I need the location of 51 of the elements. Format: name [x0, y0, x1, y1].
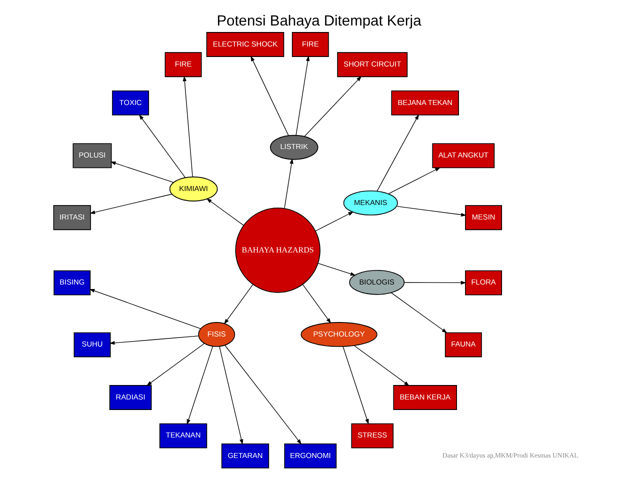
arrow [109, 336, 199, 345]
arrow [354, 345, 410, 386]
arrow [146, 343, 205, 386]
node-box: BEBAN KERJA [393, 385, 457, 410]
node-box: MESIN [465, 205, 502, 230]
arrow [224, 344, 302, 445]
arrow [206, 198, 244, 226]
arrow [304, 76, 362, 137]
node-box: FIRE [164, 52, 202, 78]
node-box: GETARAN [221, 443, 270, 468]
arrow [390, 292, 448, 334]
node-box: TOXIC [112, 90, 150, 116]
arrow [110, 162, 174, 183]
node-box: IRITASI [53, 205, 91, 230]
node-box: FIRE [292, 32, 329, 57]
arrow [219, 346, 244, 445]
node-box: SHORT CIRCUIT [337, 52, 408, 78]
arrow [182, 76, 193, 178]
node-box: ELECTRIC SHOCK [206, 32, 284, 57]
arrow [388, 167, 440, 194]
node-box: POLUSI [72, 143, 112, 168]
node-box: RADIASI [109, 385, 152, 410]
arrow [89, 288, 201, 330]
node-box: ALAT ANGKUT [432, 143, 495, 168]
node-box: SUHU [74, 332, 111, 358]
arrow [186, 346, 214, 425]
arrow [396, 206, 466, 217]
diagram-title: Potensi Bahaya Ditempat Kerja [216, 13, 422, 30]
node-ellipse: LISTRIK [270, 134, 318, 160]
arrow [315, 212, 354, 232]
node-box: BEJANA TEKAN [391, 90, 459, 116]
arrow [404, 280, 466, 285]
node-box: FLORA [465, 270, 502, 296]
arrow [224, 284, 254, 324]
arrow [342, 346, 369, 424]
arrow [376, 114, 419, 192]
node-box: STRESS [351, 423, 394, 448]
node-ellipse: PSYCHOLOGY [300, 322, 378, 347]
node-box: BISING [54, 270, 91, 296]
node-box: FAUNA [444, 332, 482, 358]
node-ellipse: FISIS [198, 322, 236, 347]
arrow [296, 56, 310, 136]
node-box: TEKANAN [159, 423, 208, 448]
arrow [250, 56, 289, 136]
arrow [318, 262, 356, 276]
arrow [90, 194, 172, 214]
arrow [302, 284, 332, 324]
arrow [138, 114, 186, 178]
arrow [284, 158, 294, 209]
node-ellipse: KIMIAWI [169, 176, 218, 202]
node-box: ERGONOMI [284, 443, 337, 468]
